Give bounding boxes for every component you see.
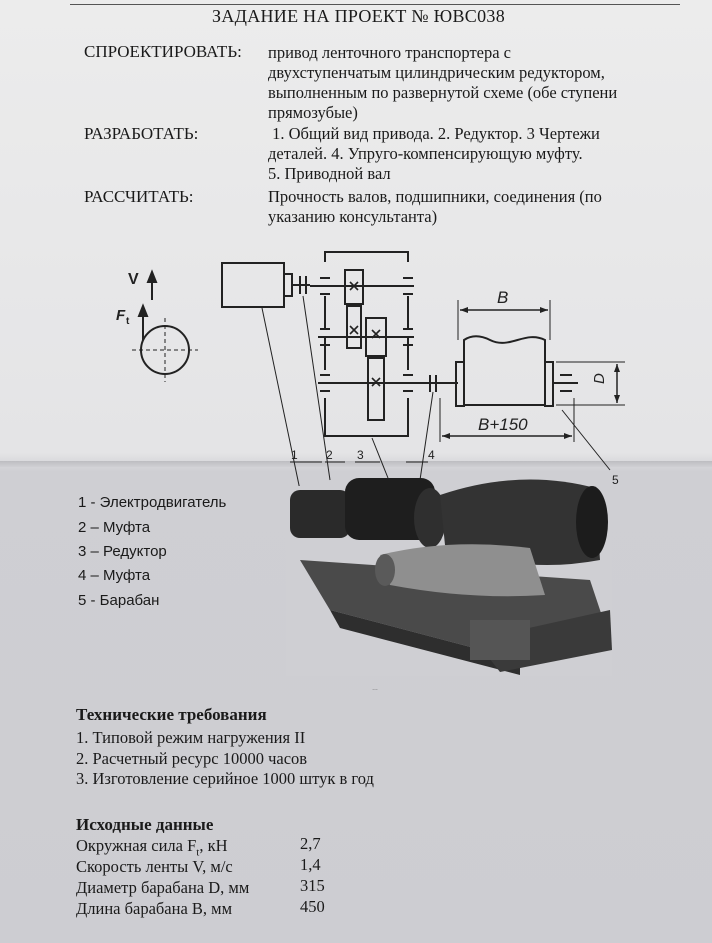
param-name-length: Длина барабана B, мм (76, 899, 233, 918)
param-value-length: 450 (300, 897, 325, 916)
param-value-diameter: 315 (300, 876, 325, 895)
param-name-speed: Скорость ленты V, м/с (76, 857, 233, 876)
param-name-force: Окружная сила Ft, кН (76, 836, 228, 859)
callout-1: 1 (291, 448, 298, 462)
callout-4: 4 (428, 448, 435, 462)
param-value-force: 2,7 (300, 834, 321, 853)
callout-2: 2 (326, 448, 333, 462)
param-name-diameter: Диаметр барабана D, мм (76, 878, 250, 897)
task-text-calculate: Прочность валов, подшипники, соединения … (268, 187, 602, 226)
task-label-calculate: РАССЧИТАТЬ: (84, 187, 194, 206)
ft-subscript: t (126, 316, 130, 327)
dim-d-label: D (591, 373, 608, 384)
document-title: ЗАДАНИЕ НА ПРОЕКТ № ЮВС038 (212, 6, 505, 26)
requirement-item: 3. Изготовление серийное 1000 штук в год (76, 769, 374, 788)
top-rule (70, 4, 680, 5)
task-label-design: СПРОЕКТИРОВАТЬ: (84, 42, 242, 61)
legend-item-motor: 1 - Электродвигатель (78, 494, 227, 511)
callout-3: 3 (357, 448, 364, 462)
callout-5: 5 (612, 473, 619, 487)
dim-b-label: B (497, 288, 508, 307)
legend-item-drum: 5 - Барабан (78, 592, 160, 609)
ft-label: F (116, 307, 126, 324)
legend-item-reducer: 3 – Редуктор (78, 543, 167, 560)
task-label-develop: РАЗРАБОТАТЬ: (84, 124, 199, 143)
paper-fold (0, 461, 712, 467)
photo-caption: … (372, 686, 378, 692)
dim-b150-label: B+150 (478, 415, 528, 434)
task-text-design: привод ленточного транспортера с двухсту… (268, 43, 618, 122)
v-label: V (128, 271, 139, 288)
legend-item-coupling-1: 2 – Муфта (78, 519, 151, 536)
requirements-heading: Технические требования (76, 705, 267, 724)
requirement-item: 2. Расчетный ресурс 10000 часов (76, 749, 308, 768)
param-value-speed: 1,4 (300, 855, 321, 874)
legend-item-coupling-2: 4 – Муфта (78, 567, 151, 584)
requirement-item: 1. Типовой режим нагружения II (76, 728, 306, 747)
task-text-develop: 1. Общий вид привода. 2. Редуктор. 3 Чер… (268, 124, 600, 183)
input-data-heading: Исходные данные (76, 815, 214, 834)
drive-photo: … (286, 478, 612, 692)
